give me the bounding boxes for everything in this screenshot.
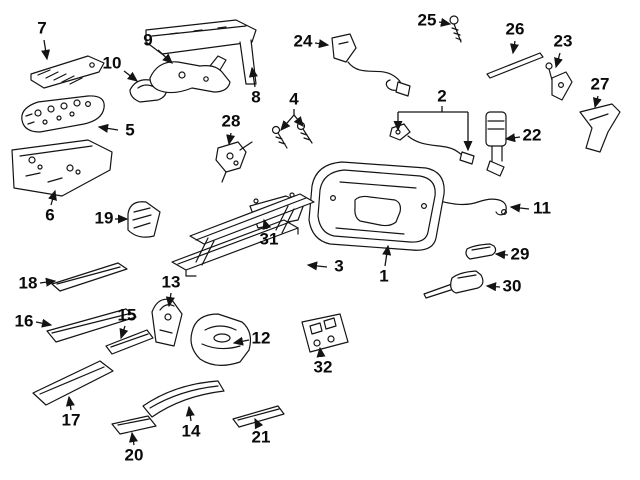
- part-12-side-shield: [191, 314, 250, 365]
- part-32-switch-cluster: [302, 314, 348, 352]
- part-24-buckle-cable: [332, 34, 410, 96]
- part-15-trim-strip-short: [106, 330, 153, 354]
- part-18-trim-strip: [52, 263, 127, 291]
- part-26-rod: [487, 53, 543, 78]
- part-20-small-bracket-lower: [112, 416, 156, 434]
- part-29-cylinder: [466, 244, 496, 259]
- part-14-trim-curved: [143, 381, 224, 417]
- part-7-bracket-plate: [31, 56, 104, 88]
- part-19-side-bracket: [128, 202, 160, 237]
- part-27-thin-bracket: [580, 104, 620, 152]
- part-6-floor-panel: [12, 140, 112, 196]
- part-5-perforated-plate: [22, 96, 104, 132]
- part-28-latch-mechanism: [216, 142, 252, 182]
- part-17-trim-strip-lower: [33, 361, 113, 405]
- part-1-seat-pan-frame: [309, 162, 444, 250]
- part-22-actuator-motor: [486, 112, 506, 176]
- part-16-trim-strip-long: [47, 309, 136, 342]
- part-9-support-bracket: [150, 56, 230, 93]
- part-21-strip-lower: [233, 406, 284, 427]
- part-3-seat-rail-frame: [172, 194, 314, 276]
- part-30-actuator-rod: [424, 271, 483, 298]
- part-25-screw: [450, 16, 461, 42]
- part-23-bracket-screw: [546, 63, 572, 100]
